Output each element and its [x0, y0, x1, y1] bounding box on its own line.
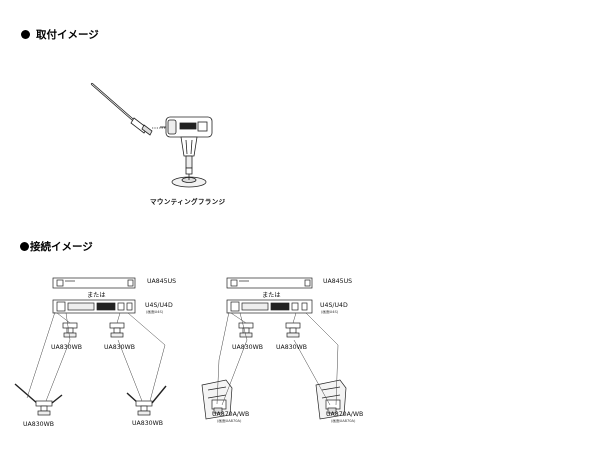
ua830wb-whip-antenna-icon [126, 385, 167, 416]
ua870a-wb-label: UA870A/WB [212, 411, 250, 418]
ua870a-note: (画面UA870A) [331, 419, 356, 423]
mounting-section-title: 取付イメージ [21, 29, 99, 41]
ua830wb-label: UA830WB [132, 420, 163, 427]
ua830wb-label: UA830WB [104, 344, 135, 351]
u4s-u4d-label: U4S/U4D [145, 302, 173, 309]
ua830wb-label: UA830WB [51, 344, 82, 351]
u4s-receiver-icon [226, 299, 313, 314]
bullet-icon [21, 30, 30, 39]
ua830wb-label: UA830WB [23, 421, 54, 428]
connection-section-title: 接続イメージ [20, 241, 93, 253]
whip-antenna-icon [90, 82, 153, 136]
cable-lines [216, 311, 339, 406]
bullet-icon [20, 242, 29, 251]
ua830wb-antenna-icon [238, 322, 254, 338]
u4s-note: (画面U4S) [146, 310, 164, 314]
ua870a-wb-label: UA870A/WB [326, 411, 364, 418]
or-label: または [87, 292, 106, 299]
ua830wb-antenna-icon [285, 322, 301, 338]
ua830wb-whip-antenna-icon [14, 383, 63, 416]
u4s-note: (画面U4S) [321, 310, 339, 314]
ua845us-unit-icon [226, 277, 313, 289]
ua845us-label: UA845US [323, 278, 353, 285]
ua845us-unit-icon [52, 277, 136, 289]
mounting-flange-caption: マウンティングフランジ [150, 198, 226, 206]
ua870a-note: (画面UA870A) [217, 419, 242, 423]
ua830wb-label: UA830WB [232, 344, 263, 351]
or-label: または [262, 292, 281, 299]
ua870a-paddle-antenna-icon [315, 379, 347, 420]
mic-clip-icon [180, 136, 198, 169]
cable-lines [26, 311, 166, 402]
u4s-u4d-label: U4S/U4D [320, 302, 348, 309]
ua830wb-antenna-icon [62, 322, 78, 338]
mounting-flange-icon [171, 167, 207, 188]
ua830wb-label: UA830WB [276, 344, 307, 351]
ua845us-label: UA845US [147, 278, 177, 285]
u4s-receiver-icon [52, 299, 136, 314]
